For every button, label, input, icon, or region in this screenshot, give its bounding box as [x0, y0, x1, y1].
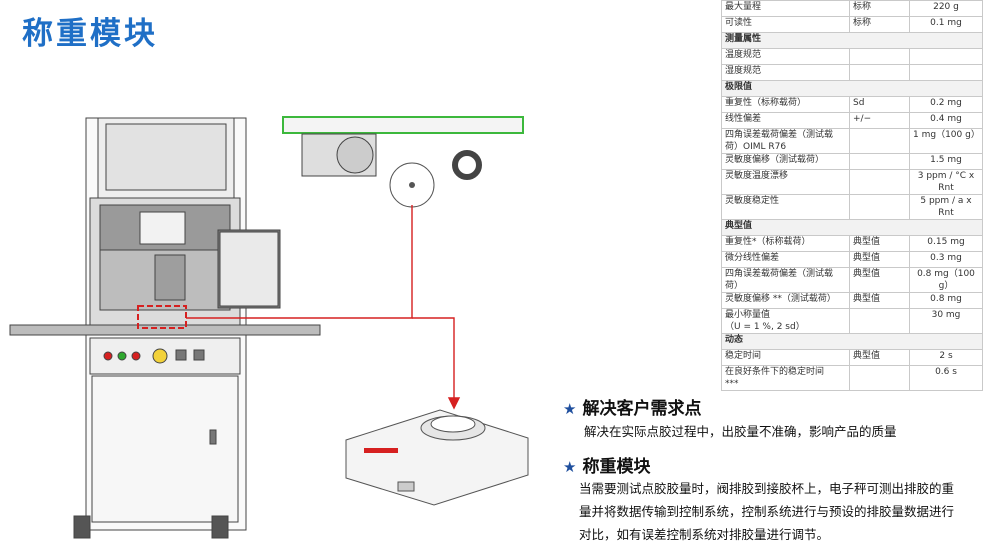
spec-section-label: 典型值: [721, 219, 983, 236]
spec-condition: [849, 128, 910, 154]
spec-label: 四角误差载荷偏差（测试载荷）: [721, 267, 850, 293]
spec-condition: [849, 64, 910, 81]
weighing-section: ★ 称重模块 当需要测试点胶胶量时，阀排胶到接胶杯上，电子秤可测出排胶的重量并将数…: [563, 452, 983, 546]
spec-value: 0.2 mg: [909, 96, 983, 113]
spec-label: 微分线性偏差: [721, 251, 850, 268]
spec-condition: 标称: [849, 16, 910, 33]
weighing-text: 当需要测试点胶胶量时，阀排胶到接胶杯上，电子秤可测出排胶的重量并将数据传输到控制…: [579, 481, 955, 542]
rail-drawing: [282, 116, 524, 180]
spec-value: 1.5 mg: [909, 153, 983, 170]
spec-row: 在良好条件下的稳定时间 *** 0.6 s: [721, 365, 983, 391]
spec-label: 稳定时间: [721, 349, 850, 366]
spec-row: 温度规范: [721, 48, 983, 65]
balance-drawing: [345, 409, 529, 506]
spec-value: [909, 64, 983, 81]
spec-section-label: 测量属性: [721, 32, 983, 49]
spec-label: 温度规范: [721, 48, 850, 65]
spec-section-row: 典型值: [721, 219, 983, 236]
spec-section-row: 极限值: [721, 80, 983, 97]
spec-row: 线性偏差+/−0.4 mg: [721, 112, 983, 129]
spec-condition: [849, 365, 910, 391]
spec-condition: 典型值: [849, 251, 910, 268]
spec-condition: 典型值: [849, 267, 910, 293]
spec-value: 0.3 mg: [909, 251, 983, 268]
spec-label: 四角误差载荷偏差（测试载荷）OIML R76: [721, 128, 850, 154]
spec-value: [909, 48, 983, 65]
weighing-heading: 称重模块: [582, 457, 651, 477]
spec-label: 灵敏度温度漂移: [721, 169, 850, 195]
spec-label: 可读性: [721, 16, 850, 33]
spec-row: 最小称量值 （U = 1 %, 2 sd） 30 mg: [721, 308, 983, 334]
spec-value: 0.1 mg: [909, 16, 983, 33]
spec-label: 最大量程: [721, 0, 850, 17]
spec-label: 灵敏度稳定性: [721, 194, 850, 220]
spec-condition: [849, 308, 910, 334]
spec-label: 在良好条件下的稳定时间 ***: [721, 365, 850, 391]
spec-value: 0.15 mg: [909, 235, 983, 252]
machine-drawing: [9, 117, 321, 539]
spec-label: 最小称量值 （U = 1 %, 2 sd）: [721, 308, 850, 334]
spec-label: 灵敏度偏移 **（测试载荷）: [721, 292, 850, 309]
spec-condition: [849, 194, 910, 220]
spec-value: 1 mg（100 g）: [909, 128, 983, 154]
spec-condition: [849, 169, 910, 195]
spec-section-label: 极限值: [721, 80, 983, 97]
spec-value: 0.8 mg: [909, 292, 983, 309]
spec-row: 灵敏度温度漂移 3 ppm / °C x Rnt: [721, 169, 983, 195]
spec-row: 四角误差载荷偏差（测试载荷）OIML R76 1 mg（100 g）: [721, 128, 983, 154]
spec-section-row: 动态: [721, 333, 983, 350]
page-title: 称重模块: [22, 16, 158, 52]
spec-condition: 标称: [849, 0, 910, 17]
spec-value: 0.4 mg: [909, 112, 983, 129]
star-icon: ★: [563, 400, 577, 418]
spec-condition: 典型值: [849, 235, 910, 252]
spec-condition: [849, 153, 910, 170]
customer-need-text: 解决在实际点胶过程中，出胶量不准确，影响产品的质量: [584, 424, 897, 439]
star-icon: ★: [563, 458, 577, 476]
spec-condition: +/−: [849, 112, 910, 129]
spec-label: 线性偏差: [721, 112, 850, 129]
spec-value: 0.8 mg（100 g）: [909, 267, 983, 293]
spec-section-row: 测量属性: [721, 32, 983, 49]
spec-section-label: 动态: [721, 333, 983, 350]
spec-value: 2 s: [909, 349, 983, 366]
spec-value: 5 ppm / a x Rnt: [909, 194, 983, 220]
spec-condition: [849, 48, 910, 65]
customer-need-heading: 解决客户需求点: [582, 399, 702, 419]
spec-row: 灵敏度稳定性 5 ppm / a x Rnt: [721, 194, 983, 220]
spec-label: 重复性（标称载荷）: [721, 96, 850, 113]
spec-label: 湿度规范: [721, 64, 850, 81]
spec-value: 30 mg: [909, 308, 983, 334]
spec-label: 重复性*（标称载荷）: [721, 235, 850, 252]
spec-value: 220 g: [909, 0, 983, 17]
dispensing-machine-illustration: [9, 116, 529, 539]
spec-row: 灵敏度偏移（测试载荷） 1.5 mg: [721, 153, 983, 170]
spec-condition: Sd: [849, 96, 910, 113]
spec-value: 3 ppm / °C x Rnt: [909, 169, 983, 195]
weighing-cup: [389, 162, 435, 208]
callout-lines: [186, 205, 461, 410]
spec-condition: 典型值: [849, 349, 910, 366]
spec-row: 湿度规范: [721, 64, 983, 81]
spec-label: 灵敏度偏移（测试载荷）: [721, 153, 850, 170]
spec-value: 0.6 s: [909, 365, 983, 391]
spec-condition: 典型值: [849, 292, 910, 309]
customer-need-section: ★ 解决客户需求点 解决在实际点胶过程中，出胶量不准确，影响产品的质量: [563, 394, 897, 443]
